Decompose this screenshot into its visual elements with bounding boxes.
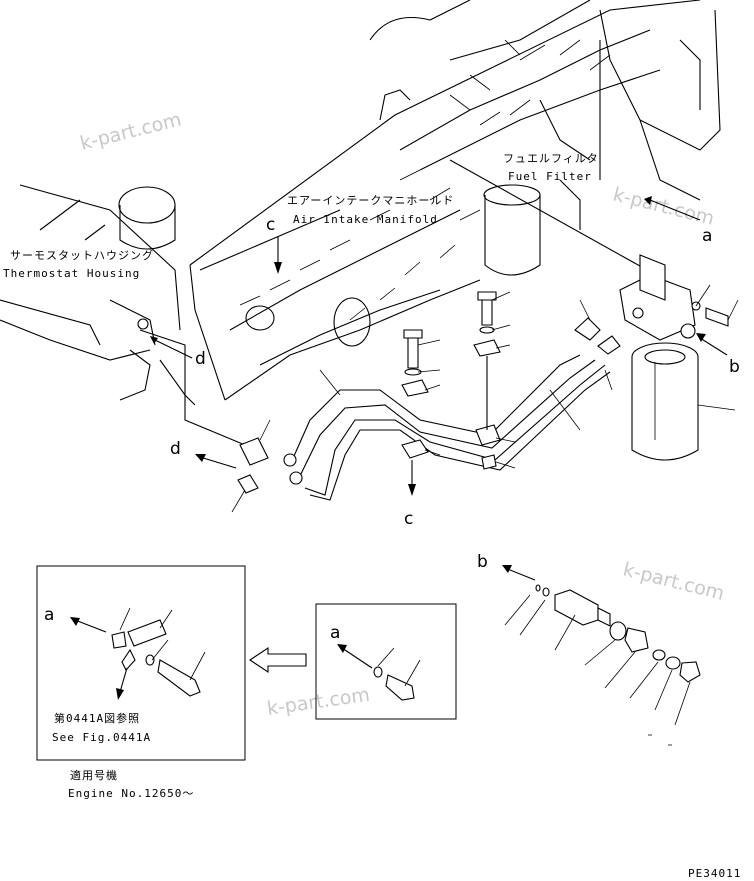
ref-b-detail: b xyxy=(477,552,488,572)
drawing-code: PE34011 xyxy=(688,867,741,880)
see-fig-label-jp: 第0441A図参照 xyxy=(54,711,140,725)
inset-box-left: a 第0441A図参照 See Fig.0441A xyxy=(36,565,246,761)
left-connectors xyxy=(231,419,303,513)
watermark-4: k-part.com xyxy=(266,684,372,720)
fuel-filter-label-en: Fuel Filter xyxy=(508,170,592,183)
air-intake-label-en: Air Intake Manifold xyxy=(293,213,438,226)
detail-b-parts xyxy=(504,584,701,746)
ref-d-top: d xyxy=(195,349,206,369)
engine-label-en: Engine No.12650～ xyxy=(68,787,194,800)
ref-a-inset-right: a xyxy=(330,623,340,643)
see-fig-label-en: See Fig.0441A xyxy=(52,731,151,744)
fuel-filter-cartridge xyxy=(631,342,736,461)
thermostat-callout: サーモスタットハウジング Thermostat Housing xyxy=(3,248,154,280)
clamp-assembly xyxy=(401,291,516,470)
engine-block xyxy=(189,0,721,401)
ref-c-top: c xyxy=(266,215,275,235)
watermark-1: k-part.com xyxy=(78,108,184,154)
thermostat-label-en: Thermostat Housing xyxy=(3,267,140,280)
fuel-filter-label-jp: フュエルフィルタ xyxy=(503,152,599,165)
watermark-2: k-part.com xyxy=(611,184,717,230)
thermostat-housing xyxy=(0,184,196,406)
filter-head xyxy=(619,254,739,341)
fuel-filter-callout: フュエルフィルタ Fuel Filter xyxy=(503,152,599,183)
fuel-pipes xyxy=(139,299,621,501)
ref-a-right: a xyxy=(702,226,712,246)
watermark-3: k-part.com xyxy=(621,559,727,605)
air-intake-label-jp: エアーインテークマニホールド xyxy=(287,194,454,207)
air-intake-callout: エアーインテークマニホールド Air Intake Manifold xyxy=(287,194,454,226)
ref-b-right: b xyxy=(729,357,740,377)
ref-d-left: d xyxy=(170,439,181,459)
inset-arrow xyxy=(249,646,307,674)
ref-c-bottom: c xyxy=(404,509,413,529)
engine-label-jp: 適用号機 xyxy=(70,768,118,782)
inset-box-right: a xyxy=(315,603,457,720)
thermostat-label-jp: サーモスタットハウジング xyxy=(10,248,154,262)
ref-a-inset-left: a xyxy=(44,605,54,625)
